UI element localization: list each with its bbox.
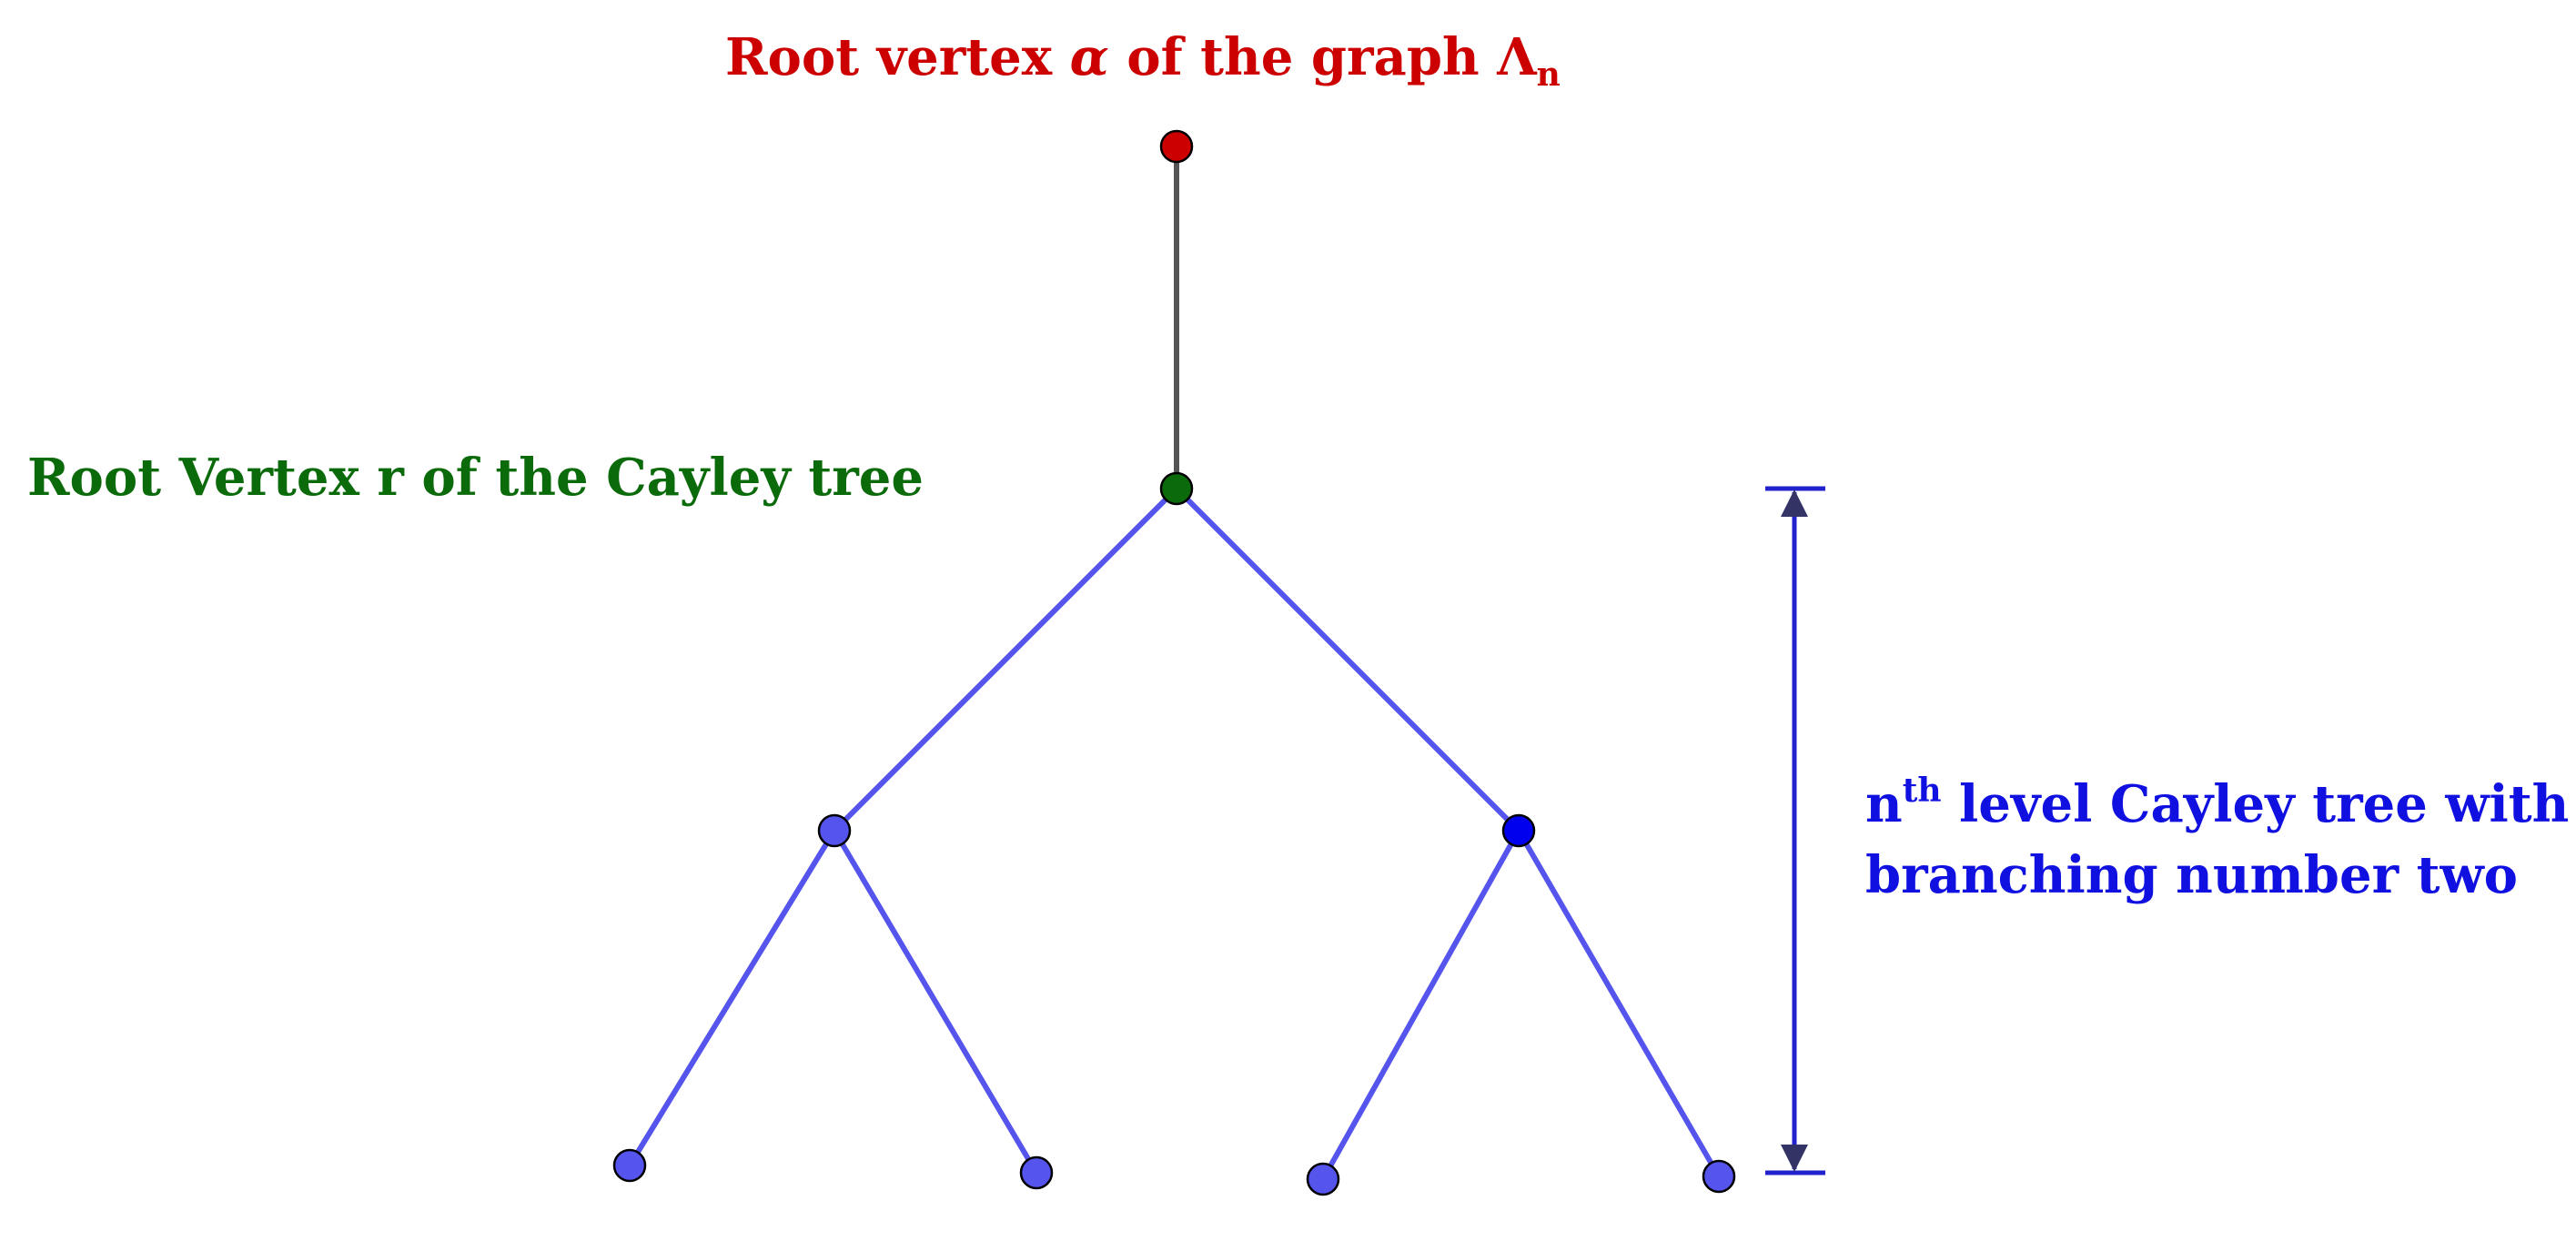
tree-level-label-line2: branching number two [1865,845,2519,905]
tree-level-label: nth level Cayley tree with branching num… [1865,755,2569,911]
edges-layer [627,146,1722,1181]
edge-l1b-l2d [1516,829,1722,1178]
edge-r-l1b [1174,486,1521,833]
vertex-l2b [1019,1155,1054,1190]
vertex-l1a [817,813,852,848]
vertex-alpha [1159,129,1194,164]
tree-level-label-line1: nth level Cayley tree with [1865,772,2570,834]
vertex-l2a [612,1148,647,1183]
cayley-root-label: Root Vertex r of the Cayley tree [27,448,924,508]
vertices-layer [612,129,1736,1196]
vertex-l2d [1702,1159,1736,1194]
vertex-l1b [1501,813,1536,848]
edge-l1b-l2c [1320,829,1521,1181]
edge-l1a-l2a [627,829,837,1167]
edge-r-l1a [832,486,1179,833]
vertex-l2c [1306,1162,1340,1196]
vertex-r [1159,471,1194,506]
edge-l1a-l2b [832,829,1039,1175]
alpha-root-label: Root vertex α of the graph Λn [725,27,1561,94]
level-height-indicator [1765,486,1825,1175]
